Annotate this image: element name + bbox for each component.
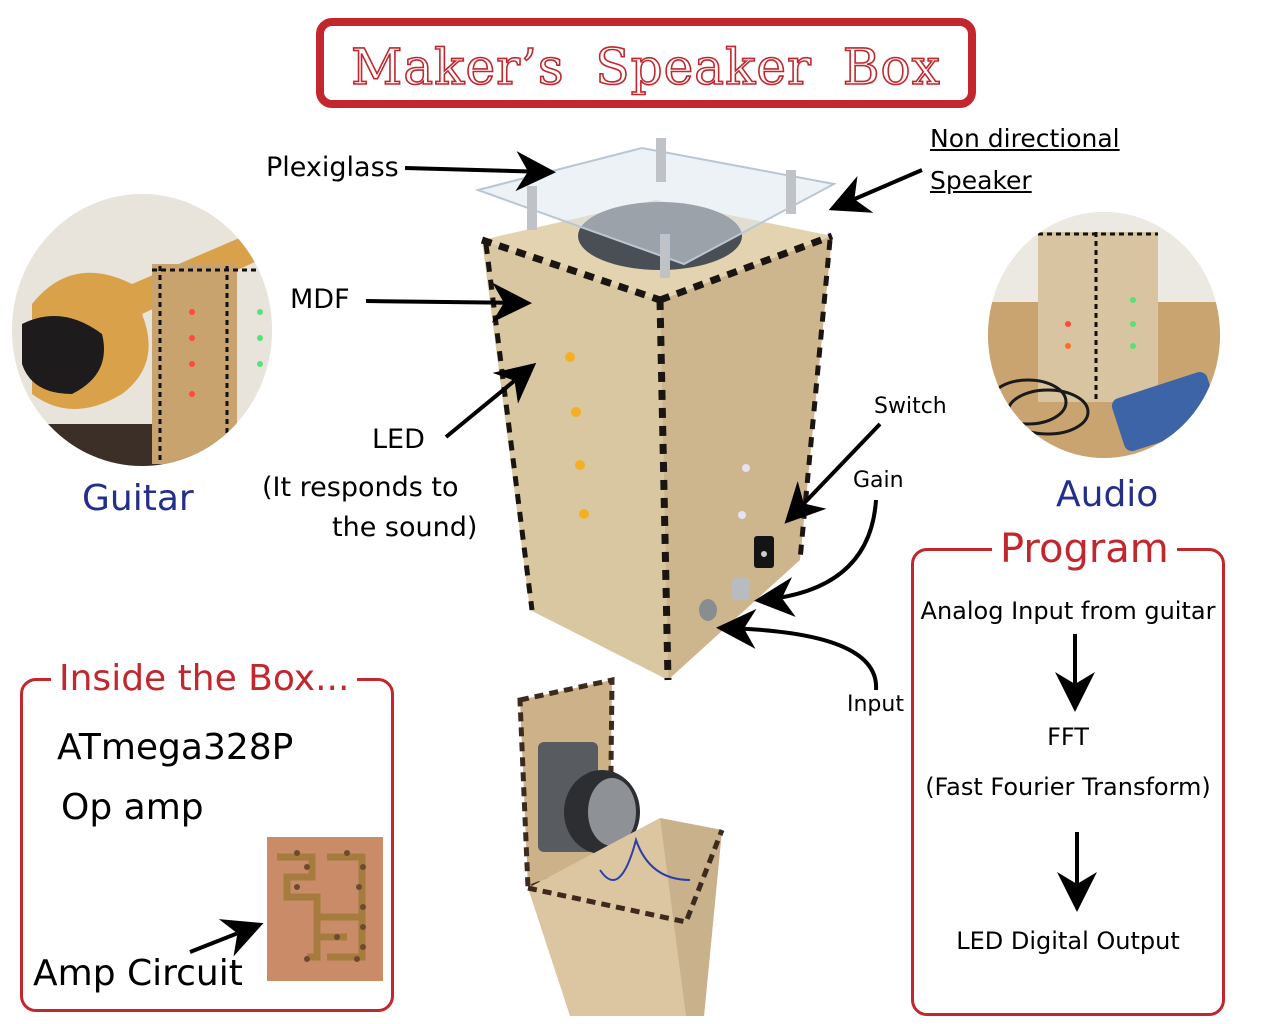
led-light <box>738 511 746 519</box>
audio-player <box>1111 372 1220 452</box>
led-label: LED <box>372 424 425 455</box>
guitar-illustration <box>12 194 272 466</box>
led-light <box>565 352 575 362</box>
input-jack <box>699 599 717 621</box>
program-step-led-output: LED Digital Output <box>956 927 1180 955</box>
inside-item-atmega: ATmega328P <box>57 727 294 768</box>
box-left-face <box>482 240 668 680</box>
open-box-illustration <box>517 676 725 1016</box>
inside-box-section: Inside the Box... ATmega328P Op amp Amp … <box>20 659 394 1012</box>
audio-illustration <box>988 212 1220 458</box>
mdf-arrow <box>365 282 532 323</box>
program-step-fft-full: (Fast Fourier Transform) <box>925 773 1211 801</box>
gain-arrow <box>754 499 878 617</box>
led-light <box>579 509 589 519</box>
program-section: Program Analog Input from guitar FFT (Fa… <box>911 527 1225 1016</box>
plexiglass-label: Plexiglass <box>266 152 399 183</box>
amp-circuit-arrow <box>189 919 264 957</box>
switch-arrow <box>784 422 882 524</box>
led-note-line2: the sound) <box>332 512 478 543</box>
led-light <box>575 460 585 470</box>
speaker-arrow <box>828 168 923 213</box>
audio-caption: Audio <box>1056 474 1159 515</box>
non-directional-label-line1: Non directional <box>930 124 1120 153</box>
led-light <box>742 464 750 472</box>
box-right-face <box>660 236 832 680</box>
led-arrow <box>444 362 537 439</box>
program-step-fft: FFT <box>1047 723 1089 751</box>
gain-label: Gain <box>853 468 904 493</box>
amp-circuit-label: Amp Circuit <box>33 953 243 994</box>
mdf-label: MDF <box>290 284 350 315</box>
input-label: Input <box>847 692 904 717</box>
amp-circuit-pcb <box>267 837 383 981</box>
audio-photo <box>988 212 1220 458</box>
guitar-photo <box>12 194 272 466</box>
inside-item-opamp: Op amp <box>61 787 204 828</box>
program-heading: Program <box>992 527 1177 571</box>
title-banner: Maker’s Speaker Box <box>316 18 976 108</box>
input-arrow <box>716 608 879 691</box>
guitar-caption: Guitar <box>82 478 194 519</box>
gain-knob <box>732 578 750 600</box>
non-directional-label-line2: Speaker <box>930 166 1032 195</box>
program-step-analog-input: Analog Input from guitar <box>920 597 1216 625</box>
page-title: Maker’s Speaker Box <box>350 37 941 97</box>
led-note-line1: (It responds to <box>262 472 459 503</box>
led-light <box>571 407 581 417</box>
switch-label: Switch <box>874 394 947 419</box>
inside-box-heading: Inside the Box... <box>51 659 358 699</box>
plexiglass-arrow <box>404 151 556 192</box>
